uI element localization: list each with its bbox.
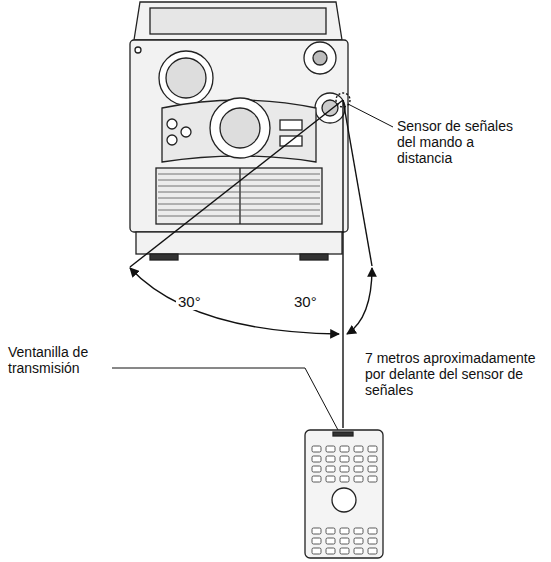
remote-button [326,548,335,554]
remote-button [340,528,349,534]
range-lines [112,93,393,430]
grille-stripe [158,174,320,175]
grille-stripe [158,216,320,217]
remote-button [368,456,377,462]
grille-stripe [158,192,320,193]
remote-button [354,538,363,544]
remote-button [368,466,377,472]
angle-label: 30° [292,294,319,310]
remote-button [368,476,377,482]
remote-button [312,548,321,554]
remote-button [340,446,349,452]
remote-button [326,538,335,544]
remote-button [368,538,377,544]
remote-button [326,446,335,452]
remote-control [305,430,383,558]
remote-button [312,456,321,462]
remote-button [354,476,363,482]
remote-button [340,456,349,462]
grille-stripe [158,198,320,199]
remote-button [340,538,349,544]
remote-button [354,528,363,534]
remote-button [354,466,363,472]
remote-button [312,476,321,482]
remote-button [312,446,321,452]
remote-button [368,528,377,534]
remote-button [354,456,363,462]
grille-stripe [158,180,320,181]
part-label: Sensor de señales del mando a distancia [397,118,519,166]
remote-button [326,466,335,472]
remote-button [354,548,363,554]
remote-button [312,528,321,534]
remote-button [312,466,321,472]
remote-button [326,528,335,534]
grille-stripe [158,204,320,205]
range-note: 7 metros aproximadamente por delante del… [365,350,545,398]
grille-stripe [158,210,320,211]
remote-button [368,548,377,554]
remote-button [312,538,321,544]
remote-button [368,446,377,452]
remote-button [340,548,349,554]
part-label: Ventanilla de transmisión [8,344,108,376]
remote-button [354,446,363,452]
remote-button [340,476,349,482]
remote-button [326,456,335,462]
remote-button [340,466,349,472]
stereo-unit [130,2,348,260]
remote-button [326,476,335,482]
grille-stripe [158,186,320,187]
angle-label: 30° [176,294,203,310]
